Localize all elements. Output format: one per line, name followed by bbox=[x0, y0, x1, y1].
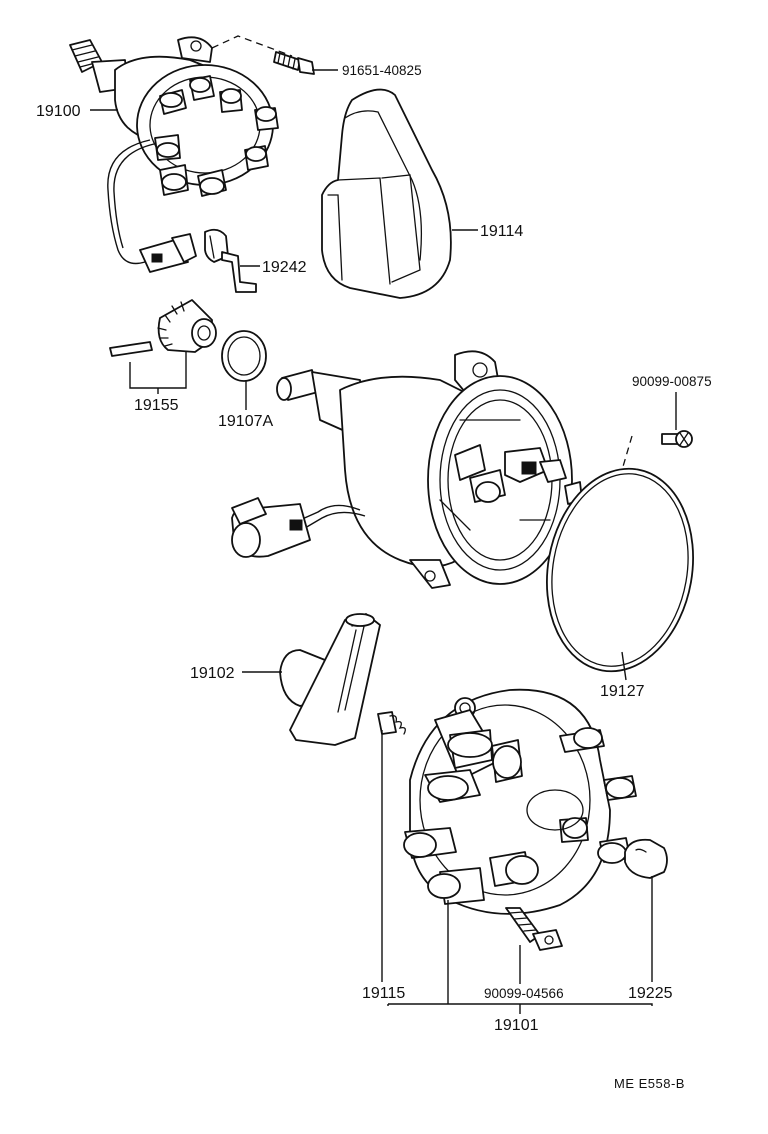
label-19101: 19101 bbox=[494, 1017, 539, 1034]
label-19114: 19114 bbox=[480, 223, 523, 240]
label-90099-04566: 90099-04566 bbox=[484, 986, 564, 1001]
distributor-cap-19101-drawing bbox=[403, 688, 637, 915]
drive-gear-19155-drawing bbox=[109, 299, 217, 357]
diagram-code: ME E558-B bbox=[614, 1076, 685, 1091]
label-19225: 19225 bbox=[628, 985, 673, 1002]
distributor-housing-drawing bbox=[231, 350, 583, 589]
gasket-19127-drawing bbox=[546, 467, 694, 673]
cap-seal-19225-drawing bbox=[624, 838, 668, 879]
label-19155: 19155 bbox=[134, 397, 179, 414]
label-90099-00875: 90099-00875 bbox=[632, 374, 712, 389]
clamp-19242-drawing bbox=[204, 228, 257, 293]
distributor-cover-drawing bbox=[321, 88, 452, 299]
screw-90099-04566-drawing bbox=[505, 907, 563, 951]
cap-tower-set bbox=[403, 727, 637, 905]
label-19242: 19242 bbox=[262, 259, 307, 276]
label-19102: 19102 bbox=[190, 665, 235, 682]
rotor-19102-drawing bbox=[279, 613, 381, 746]
bolt-91651-drawing bbox=[211, 35, 315, 75]
label-19115: 19115 bbox=[362, 985, 405, 1002]
carbon-brush-19115-drawing bbox=[377, 711, 406, 735]
leader-lines bbox=[90, 69, 677, 1014]
label-19107a: 19107A bbox=[218, 413, 273, 430]
distributor-assembly-drawing bbox=[69, 36, 279, 273]
label-91651-40825: 91651-40825 bbox=[342, 63, 422, 78]
label-19100: 19100 bbox=[36, 103, 81, 120]
oring-19107a-drawing bbox=[221, 330, 267, 382]
label-19127: 19127 bbox=[600, 683, 645, 700]
cap-towers bbox=[154, 75, 279, 197]
